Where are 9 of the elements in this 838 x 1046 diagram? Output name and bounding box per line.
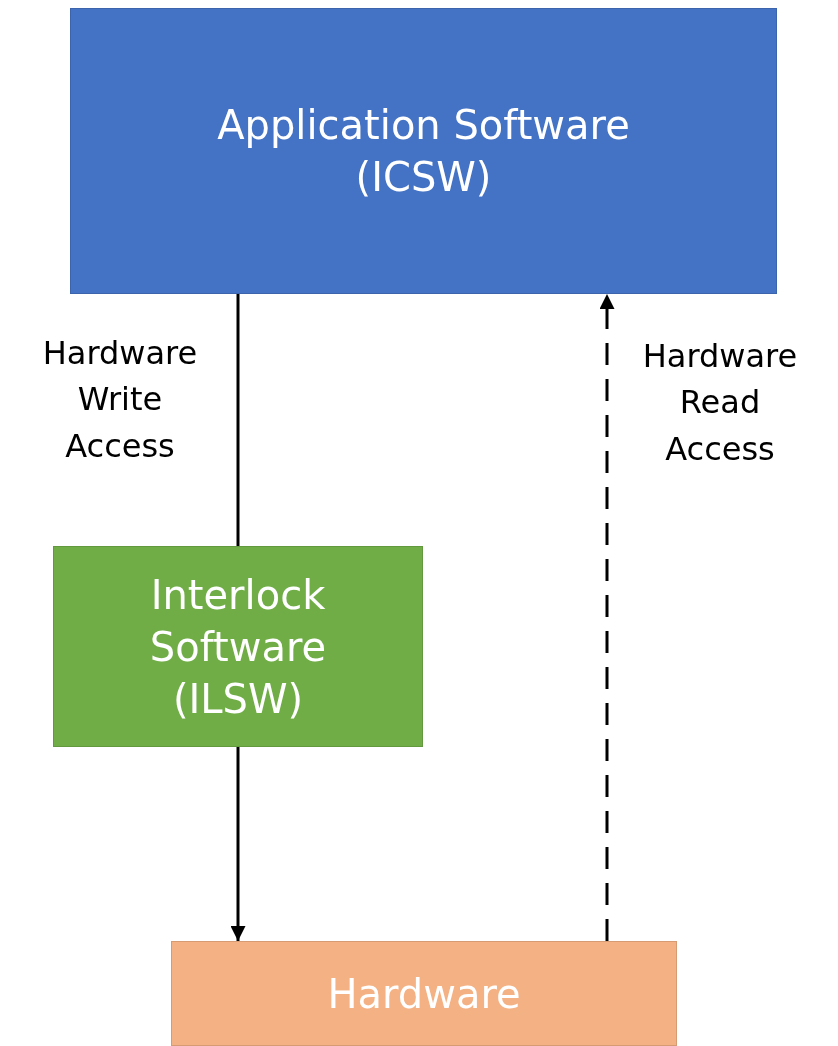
- box-label: Interlock Software (ILSW): [148, 570, 328, 724]
- process-box: [171, 941, 677, 1046]
- process-box: [53, 546, 423, 747]
- arrow: [230, 747, 246, 941]
- box-label: Application Software (ICSW): [216, 101, 631, 202]
- box-label: Hardware: [327, 969, 521, 1019]
- process-box: [70, 8, 777, 294]
- connector-line: [236, 294, 240, 546]
- dashed-arrow: [599, 294, 615, 941]
